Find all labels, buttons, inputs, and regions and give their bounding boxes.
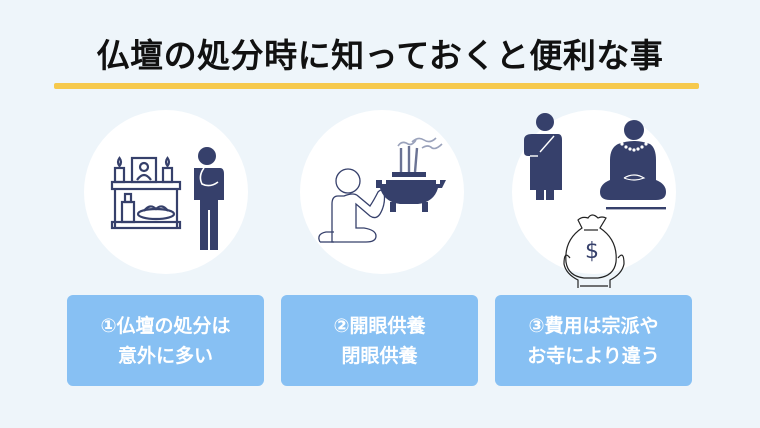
info-card-2: ②開眼供養 閉眼供養 [281,295,478,386]
info-card-1: ①仏壇の処分は 意外に多い [67,295,264,386]
info-card-1-line2: 意外に多い [117,344,213,367]
svg-text:$: $ [585,239,599,264]
info-card-2-line2: 閉眼供養 [341,344,418,367]
info-card-2-line1: ②開眼供養 [333,314,426,337]
altar-and-thinking-person-icon [110,147,224,250]
monk-buddha-money-bag-icon: $ [524,113,666,288]
info-card-3-line1: ③費用は宗派や [528,314,659,337]
info-card-3: ③費用は宗派や お寺により違う [495,295,692,386]
info-card-3-line2: お寺により違う [527,344,660,367]
info-card-1-line1: ①仏壇の処分は [100,314,231,337]
title-underline [54,83,699,89]
praying-person-incense-burner-icon [318,137,446,243]
page-title: 仏壇の処分時に知っておくと便利な事 [96,36,664,75]
